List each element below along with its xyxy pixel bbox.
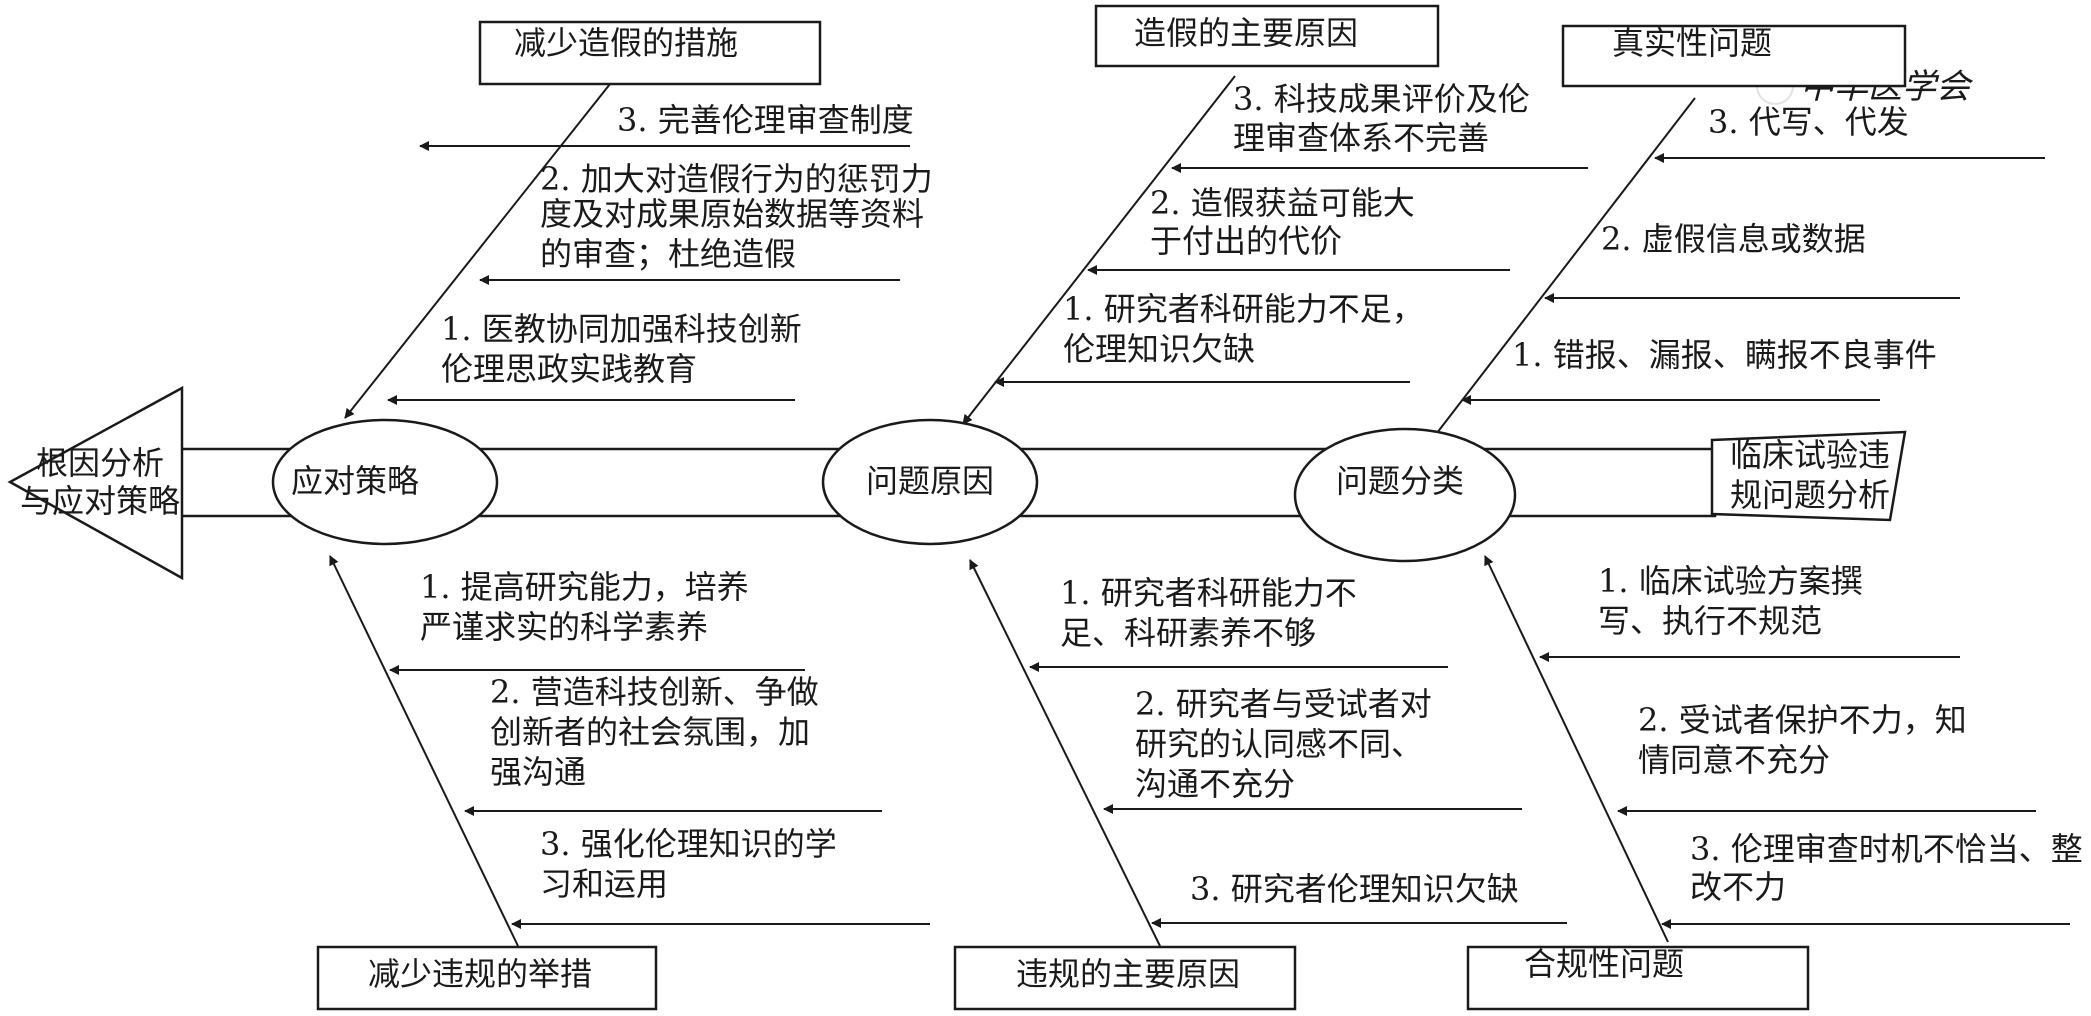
category-top-cause: 造假的主要原因 (1134, 14, 1358, 52)
item-bottom-classify-3-line-1: 3. 伦理审查时机不恰当、整 (1690, 830, 2083, 868)
item-top-strategy-1-line-1: 1. 医教协同加强科技创新 (441, 310, 802, 348)
item-top-strategy-1-line-2: 伦理思政实践教育 (441, 350, 697, 388)
category-box-bottom-cause (953, 945, 1297, 1011)
item-top-classify-1: 1. 错报、漏报、瞒报不良事件 (1512, 336, 1937, 374)
item-bottom-classify-3-line-2: 改不力 (1690, 868, 1786, 906)
tail-label-line-1: 临床试验违 (1730, 436, 1890, 474)
bone-top-classify (1429, 97, 1696, 443)
item-bottom-strategy-1-line-1: 1. 提高研究能力，培养 (420, 568, 749, 606)
item-bottom-strategy-2-line-1: 2. 营造科技创新、争做 (490, 673, 819, 711)
item-bottom-strategy-3-line-2: 习和运用 (540, 865, 668, 903)
fish-head-arrow (7, 385, 184, 581)
category-bottom-classify: 合规性问题 (1524, 945, 1684, 983)
item-top-cause-1-line-1: 1. 研究者科研能力不足， (1063, 290, 1424, 328)
category-top-classify: 真实性问题 (1612, 24, 1772, 62)
category-bottom-strategy: 减少违规的举措 (368, 955, 592, 993)
item-top-strategy-2-line-3: 的审查；杜绝造假 (540, 235, 796, 273)
category-box-top-classify (1561, 24, 1907, 88)
head-label-line-2: 与应对策略 (20, 482, 180, 520)
bone-top-strategy (344, 83, 611, 419)
item-bottom-strategy-2-line-3: 强沟通 (490, 753, 586, 791)
fish-tail-box (1710, 430, 1907, 522)
category-box-top-cause (1094, 4, 1440, 68)
category-box-top-strategy (478, 20, 822, 86)
item-bottom-classify-2-line-1: 2. 受试者保护不力，知 (1638, 701, 1967, 739)
item-top-strategy-2-line-1: 2. 加大对造假行为的惩罚力 (540, 160, 933, 198)
category-bottom-cause: 违规的主要原因 (1016, 955, 1240, 993)
item-bottom-cause-2-line-1: 2. 研究者与受试者对 (1135, 685, 1432, 723)
item-top-strategy-3: 3. 完善伦理审查制度 (617, 101, 914, 139)
bone-top-cause (962, 75, 1236, 425)
category-top-strategy: 减少造假的措施 (514, 24, 738, 62)
item-top-cause-2-line-1: 2. 造假获益可能大 (1150, 184, 1415, 222)
category-box-bottom-strategy (316, 945, 658, 1011)
category-box-bottom-classify (1466, 945, 1810, 1011)
item-bottom-classify-1-line-2: 写、执行不规范 (1598, 602, 1822, 640)
bone-bottom-cause (969, 559, 1161, 947)
item-bottom-strategy-3-line-1: 3. 强化伦理知识的学 (540, 825, 837, 863)
node-cause-label: 问题原因 (866, 462, 994, 500)
node-classify-label: 问题分类 (1336, 462, 1464, 500)
bone-bottom-classify (1484, 555, 1669, 943)
head-label-line-1: 根因分析 (36, 444, 164, 482)
item-bottom-classify-2-line-2: 情同意不充分 (1638, 741, 1830, 779)
item-top-strategy-2-line-2: 度及对成果原始数据等资料 (540, 195, 924, 233)
tail-label-line-2: 规问题分析 (1730, 476, 1890, 514)
bone-bottom-strategy (329, 555, 519, 947)
item-top-cause-3-line-2: 理审查体系不完善 (1233, 119, 1489, 157)
item-bottom-cause-3: 3. 研究者伦理知识欠缺 (1190, 870, 1519, 908)
item-bottom-cause-2-line-2: 研究的认同感不同、 (1135, 725, 1423, 763)
item-bottom-strategy-1-line-2: 严谨求实的科学素养 (420, 608, 708, 646)
item-bottom-cause-1-line-2: 足、科研素养不够 (1060, 614, 1316, 652)
item-top-cause-1-line-2: 伦理知识欠缺 (1063, 330, 1255, 368)
node-classify-ellipse (1293, 427, 1517, 563)
item-bottom-cause-1-line-1: 1. 研究者科研能力不 (1060, 574, 1357, 612)
item-top-classify-2: 2. 虚假信息或数据 (1601, 220, 1866, 258)
item-top-cause-2-line-2: 于付出的代价 (1150, 222, 1342, 260)
node-strategy-label: 应对策略 (291, 462, 419, 500)
item-top-cause-3-line-1: 3. 科技成果评价及伦 (1233, 80, 1530, 118)
node-strategy-ellipse (271, 418, 499, 546)
node-cause-ellipse (821, 418, 1039, 546)
item-bottom-classify-1-line-1: 1. 临床试验方案撰 (1598, 562, 1863, 600)
item-bottom-strategy-2-line-2: 创新者的社会氛围，加 (490, 713, 810, 751)
item-bottom-cause-2-line-3: 沟通不充分 (1135, 765, 1295, 803)
item-top-classify-3: 3. 代写、代发 (1708, 103, 1909, 141)
